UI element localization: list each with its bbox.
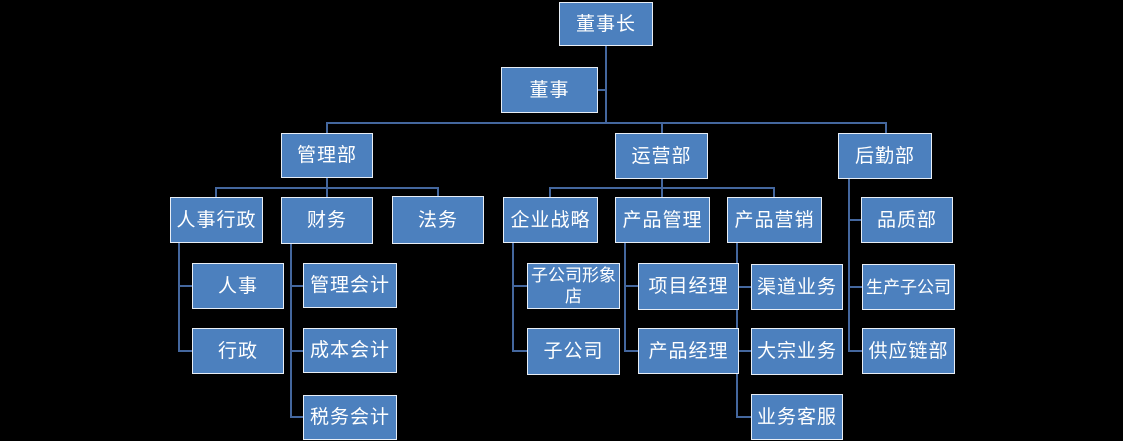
org-node-quality-dept[interactable]: 品质部	[861, 197, 953, 243]
product-mgmt-hanging-connectors	[624, 242, 639, 352]
finance-hanging-connectors	[290, 243, 304, 418]
org-node-project-mgr[interactable]: 项目经理	[638, 263, 739, 310]
org-node-ops-dept[interactable]: 运营部	[615, 133, 708, 179]
org-node-channel-biz[interactable]: 渠道业务	[751, 264, 843, 310]
org-node-hr-admin[interactable]: 人事行政	[170, 197, 263, 243]
mgmt-branch-connectors	[215, 177, 439, 198]
org-node-admin[interactable]: 行政	[192, 328, 284, 374]
org-node-hr[interactable]: 人事	[192, 263, 284, 309]
org-node-strategy[interactable]: 企业战略	[503, 197, 598, 243]
org-node-supply-chain[interactable]: 供应链部	[862, 328, 955, 374]
org-node-product-mkt[interactable]: 产品营销	[727, 197, 822, 243]
root-connectors	[326, 45, 887, 134]
org-node-product-mgmt[interactable]: 产品管理	[615, 197, 710, 243]
logistics-hanging-connectors	[848, 178, 863, 352]
org-node-cost-acct[interactable]: 成本会计	[303, 328, 397, 373]
strategy-hanging-connectors	[512, 242, 528, 352]
org-node-chairman[interactable]: 董事长	[559, 2, 653, 46]
org-node-mgmt-acct[interactable]: 管理会计	[303, 263, 397, 308]
org-node-director[interactable]: 董事	[501, 67, 598, 113]
org-node-subsidiary[interactable]: 子公司	[527, 328, 620, 375]
org-node-legal[interactable]: 法务	[392, 196, 484, 244]
org-node-tax-acct[interactable]: 税务会计	[303, 395, 397, 440]
org-node-prod-subsidiary[interactable]: 生产子公司	[862, 264, 955, 310]
product-mkt-hanging-connectors	[736, 242, 752, 418]
org-node-logistics-dept[interactable]: 后勤部	[838, 133, 932, 179]
org-node-biz-service[interactable]: 业务客服	[751, 394, 843, 440]
org-node-finance[interactable]: 财务	[281, 197, 373, 244]
org-node-bulk-biz[interactable]: 大宗业务	[751, 328, 843, 375]
ops-branch-connectors	[549, 178, 775, 198]
org-node-sub-store[interactable]: 子公司形象店	[527, 263, 620, 309]
org-node-product-mgr[interactable]: 产品经理	[638, 328, 739, 374]
org-node-mgmt-dept[interactable]: 管理部	[281, 133, 373, 178]
hr-admin-hanging-connectors	[178, 242, 193, 352]
